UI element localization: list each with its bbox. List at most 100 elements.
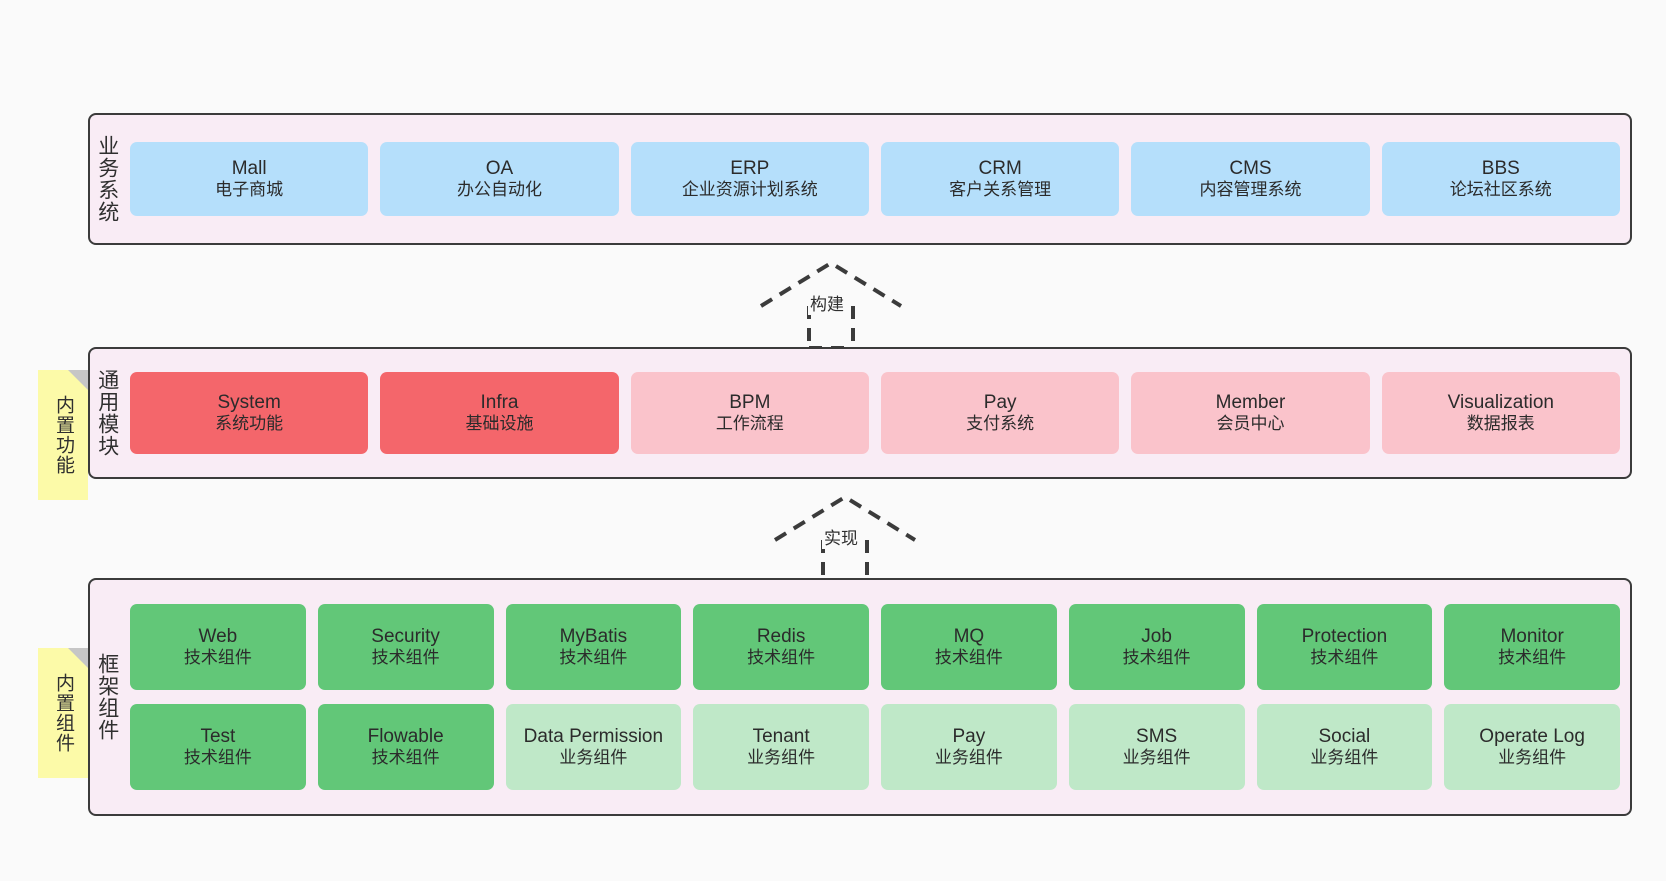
card-desc: 内容管理系统 [1199,180,1302,200]
card-bpm[interactable]: BPM 工作流程 [630,372,869,454]
card-web[interactable]: Web 技术组件 [130,604,306,690]
card-name: Social [1318,726,1371,748]
card-name: Mall [231,158,267,180]
card-name: Pay [952,726,986,748]
card-pay[interactable]: Pay 支付系统 [880,372,1120,454]
card-name: MyBatis [559,626,628,648]
card-name: CMS [1229,158,1272,180]
note-text: 内置组件 [53,673,75,753]
card-protection[interactable]: Protection 技术组件 [1256,604,1433,690]
card-name: SMS [1136,726,1178,748]
note-text: 内置功能 [53,395,75,475]
card-desc: 数据报表 [1466,414,1535,434]
card-pay-business[interactable]: Pay 业务组件 [881,704,1057,790]
card-desc: 技术组件 [371,748,440,768]
card-mq[interactable]: MQ 技术组件 [881,604,1057,690]
card-desc: 企业资源计划系统 [681,180,818,200]
card-row: Mall 电子商城 OA 办公自动化 ERP 企业资源计划系统 CRM 客户关系… [130,142,1620,216]
card-row: Test 技术组件 Flowable 技术组件 Data Permission … [130,704,1620,790]
card-crm[interactable]: CRM 客户关系管理 [880,142,1120,216]
layer-common-modules: 通用模块 System 系统功能 Infra 基础设施 BPM 工作流程 Pay… [88,347,1632,479]
card-desc: 技术组件 [559,648,628,668]
card-desc: 论坛社区系统 [1449,180,1552,200]
card-sms[interactable]: SMS 业务组件 [1068,704,1245,790]
card-name: Pay [983,392,1017,414]
card-name: Operate Log [1479,726,1585,748]
arrow-implement: 实现 [770,492,920,584]
card-name: Visualization [1447,392,1554,414]
arrow-label-implement: 实现 [822,529,860,549]
card-desc: 技术组件 [1498,648,1567,668]
card-desc: 技术组件 [183,648,252,668]
card-mall[interactable]: Mall 电子商城 [130,142,369,216]
card-desc: 业务组件 [1122,748,1191,768]
card-oa[interactable]: OA 办公自动化 [380,142,619,216]
card-desc: 技术组件 [183,748,252,768]
card-name: Security [371,626,440,648]
card-redis[interactable]: Redis 技术组件 [693,604,869,690]
card-name: System [217,392,281,414]
card-name: Protection [1301,626,1388,648]
card-security[interactable]: Security 技术组件 [317,604,494,690]
card-social[interactable]: Social 业务组件 [1256,704,1433,790]
note-builtin-components: 内置组件 [38,648,88,778]
layer-title-business-systems: 业务系统 [95,135,119,223]
card-name: BBS [1481,158,1520,180]
layer-title-framework-components: 框架组件 [95,653,119,741]
card-desc: 办公自动化 [456,180,542,200]
layer-body-framework-components: Web 技术组件 Security 技术组件 MyBatis 技术组件 Redi… [124,580,1630,814]
card-operate-log[interactable]: Operate Log 业务组件 [1444,704,1620,790]
card-visualization[interactable]: Visualization 数据报表 [1381,372,1620,454]
card-name: BPM [729,392,771,414]
card-name: Test [200,726,236,748]
card-desc: 技术组件 [934,648,1003,668]
card-name: Tenant [752,726,810,748]
card-desc: 技术组件 [1310,648,1379,668]
card-desc: 技术组件 [371,648,440,668]
card-erp[interactable]: ERP 企业资源计划系统 [630,142,869,216]
arrow-head-triangle [759,260,903,308]
card-name: Data Permission [523,726,664,748]
card-flowable[interactable]: Flowable 技术组件 [317,704,494,790]
arrow-label-build: 构建 [808,295,846,315]
layer-business-systems: 业务系统 Mall 电子商城 OA 办公自动化 ERP 企业资源计划系统 CRM… [88,113,1632,245]
card-system[interactable]: System 系统功能 [130,372,369,454]
card-name: CRM [978,158,1022,180]
card-name: Infra [480,392,519,414]
card-mybatis[interactable]: MyBatis 技术组件 [505,604,682,690]
card-name: Job [1141,626,1172,648]
card-desc: 工作流程 [715,414,784,434]
note-builtin-features: 内置功能 [38,370,88,500]
layer-body-common-modules: System 系统功能 Infra 基础设施 BPM 工作流程 Pay 支付系统… [124,349,1630,477]
card-member[interactable]: Member 会员中心 [1131,372,1370,454]
card-tenant[interactable]: Tenant 业务组件 [693,704,869,790]
card-name: MQ [953,626,985,648]
card-name: OA [485,158,514,180]
arrow-build: 构建 [756,258,906,350]
card-desc: 会员中心 [1216,414,1285,434]
card-monitor[interactable]: Monitor 技术组件 [1444,604,1620,690]
card-test[interactable]: Test 技术组件 [130,704,306,790]
card-desc: 客户关系管理 [949,180,1052,200]
card-name: Web [198,626,238,648]
card-name: ERP [730,158,770,180]
card-name: Monitor [1500,626,1564,648]
card-data-permission[interactable]: Data Permission 业务组件 [505,704,682,790]
card-desc: 业务组件 [559,748,628,768]
card-desc: 业务组件 [747,748,816,768]
card-job[interactable]: Job 技术组件 [1068,604,1245,690]
card-name: Member [1215,392,1286,414]
card-desc: 基础设施 [465,414,534,434]
card-desc: 系统功能 [215,414,284,434]
card-desc: 技术组件 [1122,648,1191,668]
card-infra[interactable]: Infra 基础设施 [380,372,619,454]
card-cms[interactable]: CMS 内容管理系统 [1131,142,1370,216]
layer-title-common-modules: 通用模块 [95,369,119,457]
card-desc: 业务组件 [1310,748,1379,768]
card-desc: 业务组件 [1498,748,1567,768]
note-fold-corner-icon [68,370,88,390]
card-bbs[interactable]: BBS 论坛社区系统 [1381,142,1620,216]
card-desc: 业务组件 [934,748,1003,768]
card-desc: 支付系统 [966,414,1035,434]
